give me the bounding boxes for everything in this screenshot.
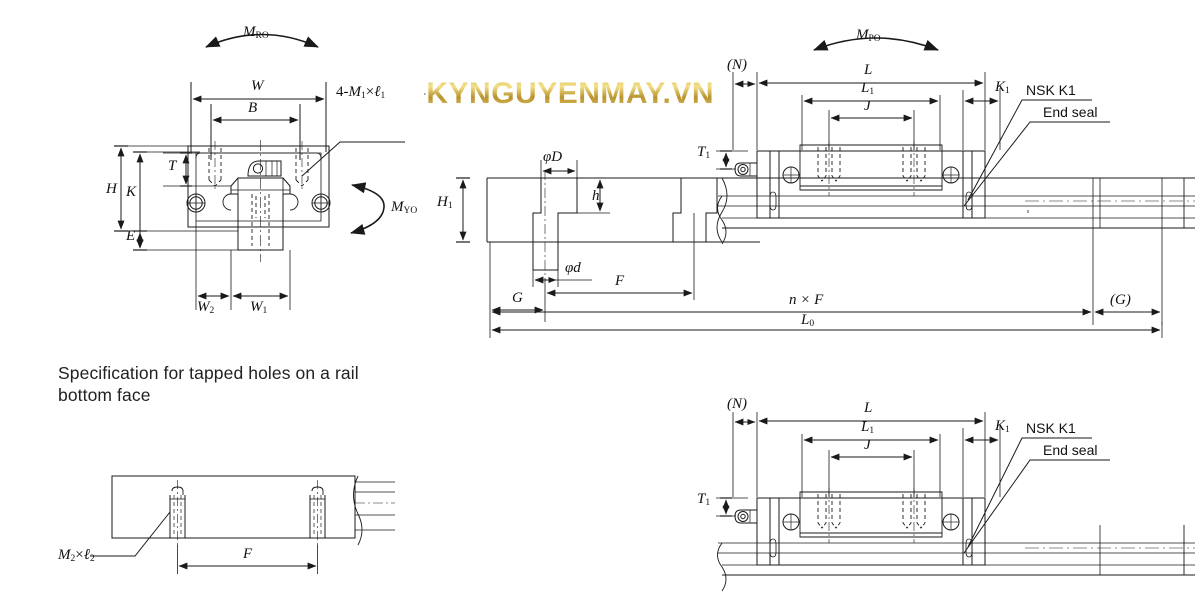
callout-end-seal-top: End seal — [1043, 104, 1098, 120]
label-B: B — [248, 100, 258, 116]
carriage-block-front — [186, 140, 331, 262]
spec-caption: Specification for tapped holes on a rail… — [58, 363, 359, 406]
label-H: H — [106, 181, 117, 197]
label-J-bottom: J — [864, 437, 871, 453]
dimension-h — [577, 177, 610, 214]
leader-nsk-k1-top — [967, 99, 1092, 201]
leader-nsk-k1-bottom — [967, 437, 1092, 548]
dimension-F-rail — [546, 213, 695, 300]
grease-nipple-front — [247, 160, 282, 177]
label-L1-bottom: L1 — [861, 419, 875, 437]
callout-end-seal-bottom: End seal — [1043, 442, 1098, 458]
dimension-K — [133, 151, 147, 249]
label-mpo: MPO — [856, 27, 881, 45]
label-L-top: L — [864, 62, 873, 78]
dimension-T1-bottom — [716, 497, 748, 517]
dimension-W — [190, 82, 327, 152]
label-phiD: φD — [543, 149, 563, 165]
dimension-K1-bottom — [962, 426, 1001, 497]
label-F-detail: F — [243, 546, 253, 562]
leader-end-seal-bottom — [963, 459, 1110, 554]
rail-bottom-face-detail — [90, 475, 395, 574]
leader-end-seal-top — [963, 121, 1110, 207]
label-H1: H1 — [437, 194, 453, 212]
label-G: G — [512, 290, 523, 306]
label-T1-top: T1 — [697, 144, 711, 162]
label-N-bottom: (N) — [727, 396, 748, 412]
dimension-E — [133, 230, 147, 251]
label-N-top: (N) — [727, 57, 748, 73]
moment-arrow-myo — [350, 182, 385, 235]
label-L0: L0 — [801, 312, 815, 330]
label-nF: n × F — [789, 292, 824, 308]
label-phid: φd — [565, 260, 581, 276]
dimension-B — [210, 104, 301, 160]
dimension-G-paren — [1094, 178, 1163, 325]
dimension-L1-top — [801, 95, 941, 150]
leader-tapped-hole-carriage — [301, 141, 405, 177]
dimension-phiD — [540, 160, 578, 178]
dimension-phid — [532, 270, 592, 287]
label-W1: W1 — [250, 299, 268, 317]
dimension-T1-top — [716, 150, 748, 170]
dimension-L0 — [489, 322, 1163, 338]
dimension-extension-bottom — [195, 221, 291, 310]
dimension-nF — [491, 178, 1094, 325]
label-E: E — [126, 228, 136, 244]
grease-nipple-bottom-view — [734, 509, 758, 524]
label-K: K — [126, 184, 137, 200]
label-W2: W2 — [197, 299, 215, 317]
dimension-T — [180, 152, 192, 187]
label-L-bottom: L — [864, 400, 873, 416]
dimension-L1-bottom — [801, 434, 941, 497]
label-tapped-hole-rail: M2×ℓ2 — [58, 547, 95, 565]
dimension-H — [114, 145, 128, 232]
dimension-H1 — [456, 177, 470, 243]
label-K1-bottom: K1 — [995, 418, 1010, 436]
dimension-G — [489, 242, 546, 322]
label-myo: MYO — [391, 199, 418, 217]
dimension-L-bottom — [758, 412, 986, 497]
label-tapped-hole-carriage: 4-M1×ℓ1 — [336, 84, 386, 102]
label-G-paren: (G) — [1110, 292, 1131, 308]
label-mro: MRO — [243, 24, 269, 42]
dimension-N-top — [732, 72, 758, 150]
label-T1-bottom: T1 — [697, 491, 711, 509]
label-F-rail: F — [615, 273, 625, 289]
dimension-J-top — [828, 110, 915, 150]
grease-nipple-top-view — [734, 162, 758, 177]
label-K1-top: K1 — [995, 79, 1010, 97]
label-L1-top: L1 — [861, 80, 875, 98]
callout-nsk-k1-top: NSK K1 — [1026, 82, 1076, 98]
label-J-top: J — [864, 98, 871, 114]
carriage-side-view-top — [717, 141, 1195, 245]
carriage-side-view-bottom — [717, 488, 1195, 592]
label-T: T — [168, 158, 177, 174]
dimension-N-bottom — [732, 412, 758, 497]
label-W: W — [251, 78, 264, 94]
dimension-L-top — [758, 72, 986, 150]
moment-arrow-mro — [205, 33, 319, 48]
moment-arrow-mpo — [813, 37, 939, 51]
callout-nsk-k1-bottom: NSK K1 — [1026, 420, 1076, 436]
dimension-J-bottom — [828, 450, 915, 497]
label-h: h — [592, 188, 600, 204]
dimension-K1-top — [962, 88, 1001, 150]
